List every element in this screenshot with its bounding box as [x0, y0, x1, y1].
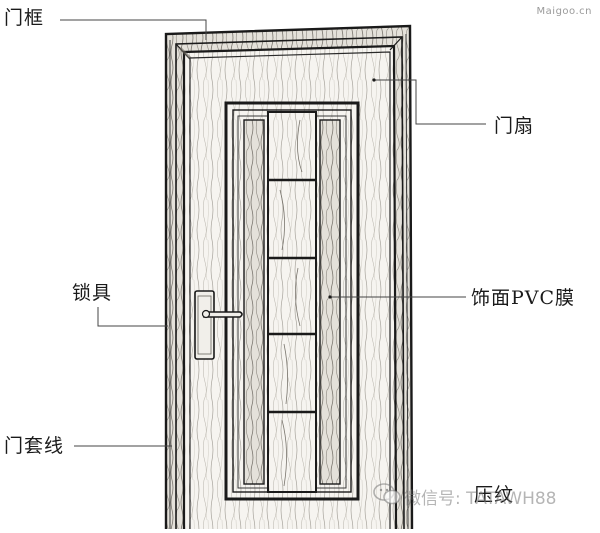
leader-dot-pvc [328, 295, 332, 299]
label-door-frame: 门框 [4, 7, 45, 29]
leader-door-leaf [374, 79, 486, 125]
label-door-leaf: 门扇 [494, 115, 535, 137]
label-embossing: 压纹 [474, 484, 515, 506]
wechat-watermark: 微信号: TATAWH88 [404, 489, 557, 509]
label-pvc-film: 饰面PVC膜 [471, 287, 576, 309]
label-door-trim: 门套线 [4, 435, 65, 457]
door-panel [224, 101, 360, 501]
leader-dot-leaf [372, 78, 376, 82]
wechat-icon [373, 483, 401, 505]
door-lock [194, 290, 243, 360]
site-watermark: Maigoo.cn [536, 6, 592, 17]
leader-lines [60, 19, 486, 447]
leader-lock [97, 307, 168, 327]
leader-door-frame [60, 19, 207, 40]
label-lock: 锁具 [72, 282, 113, 304]
